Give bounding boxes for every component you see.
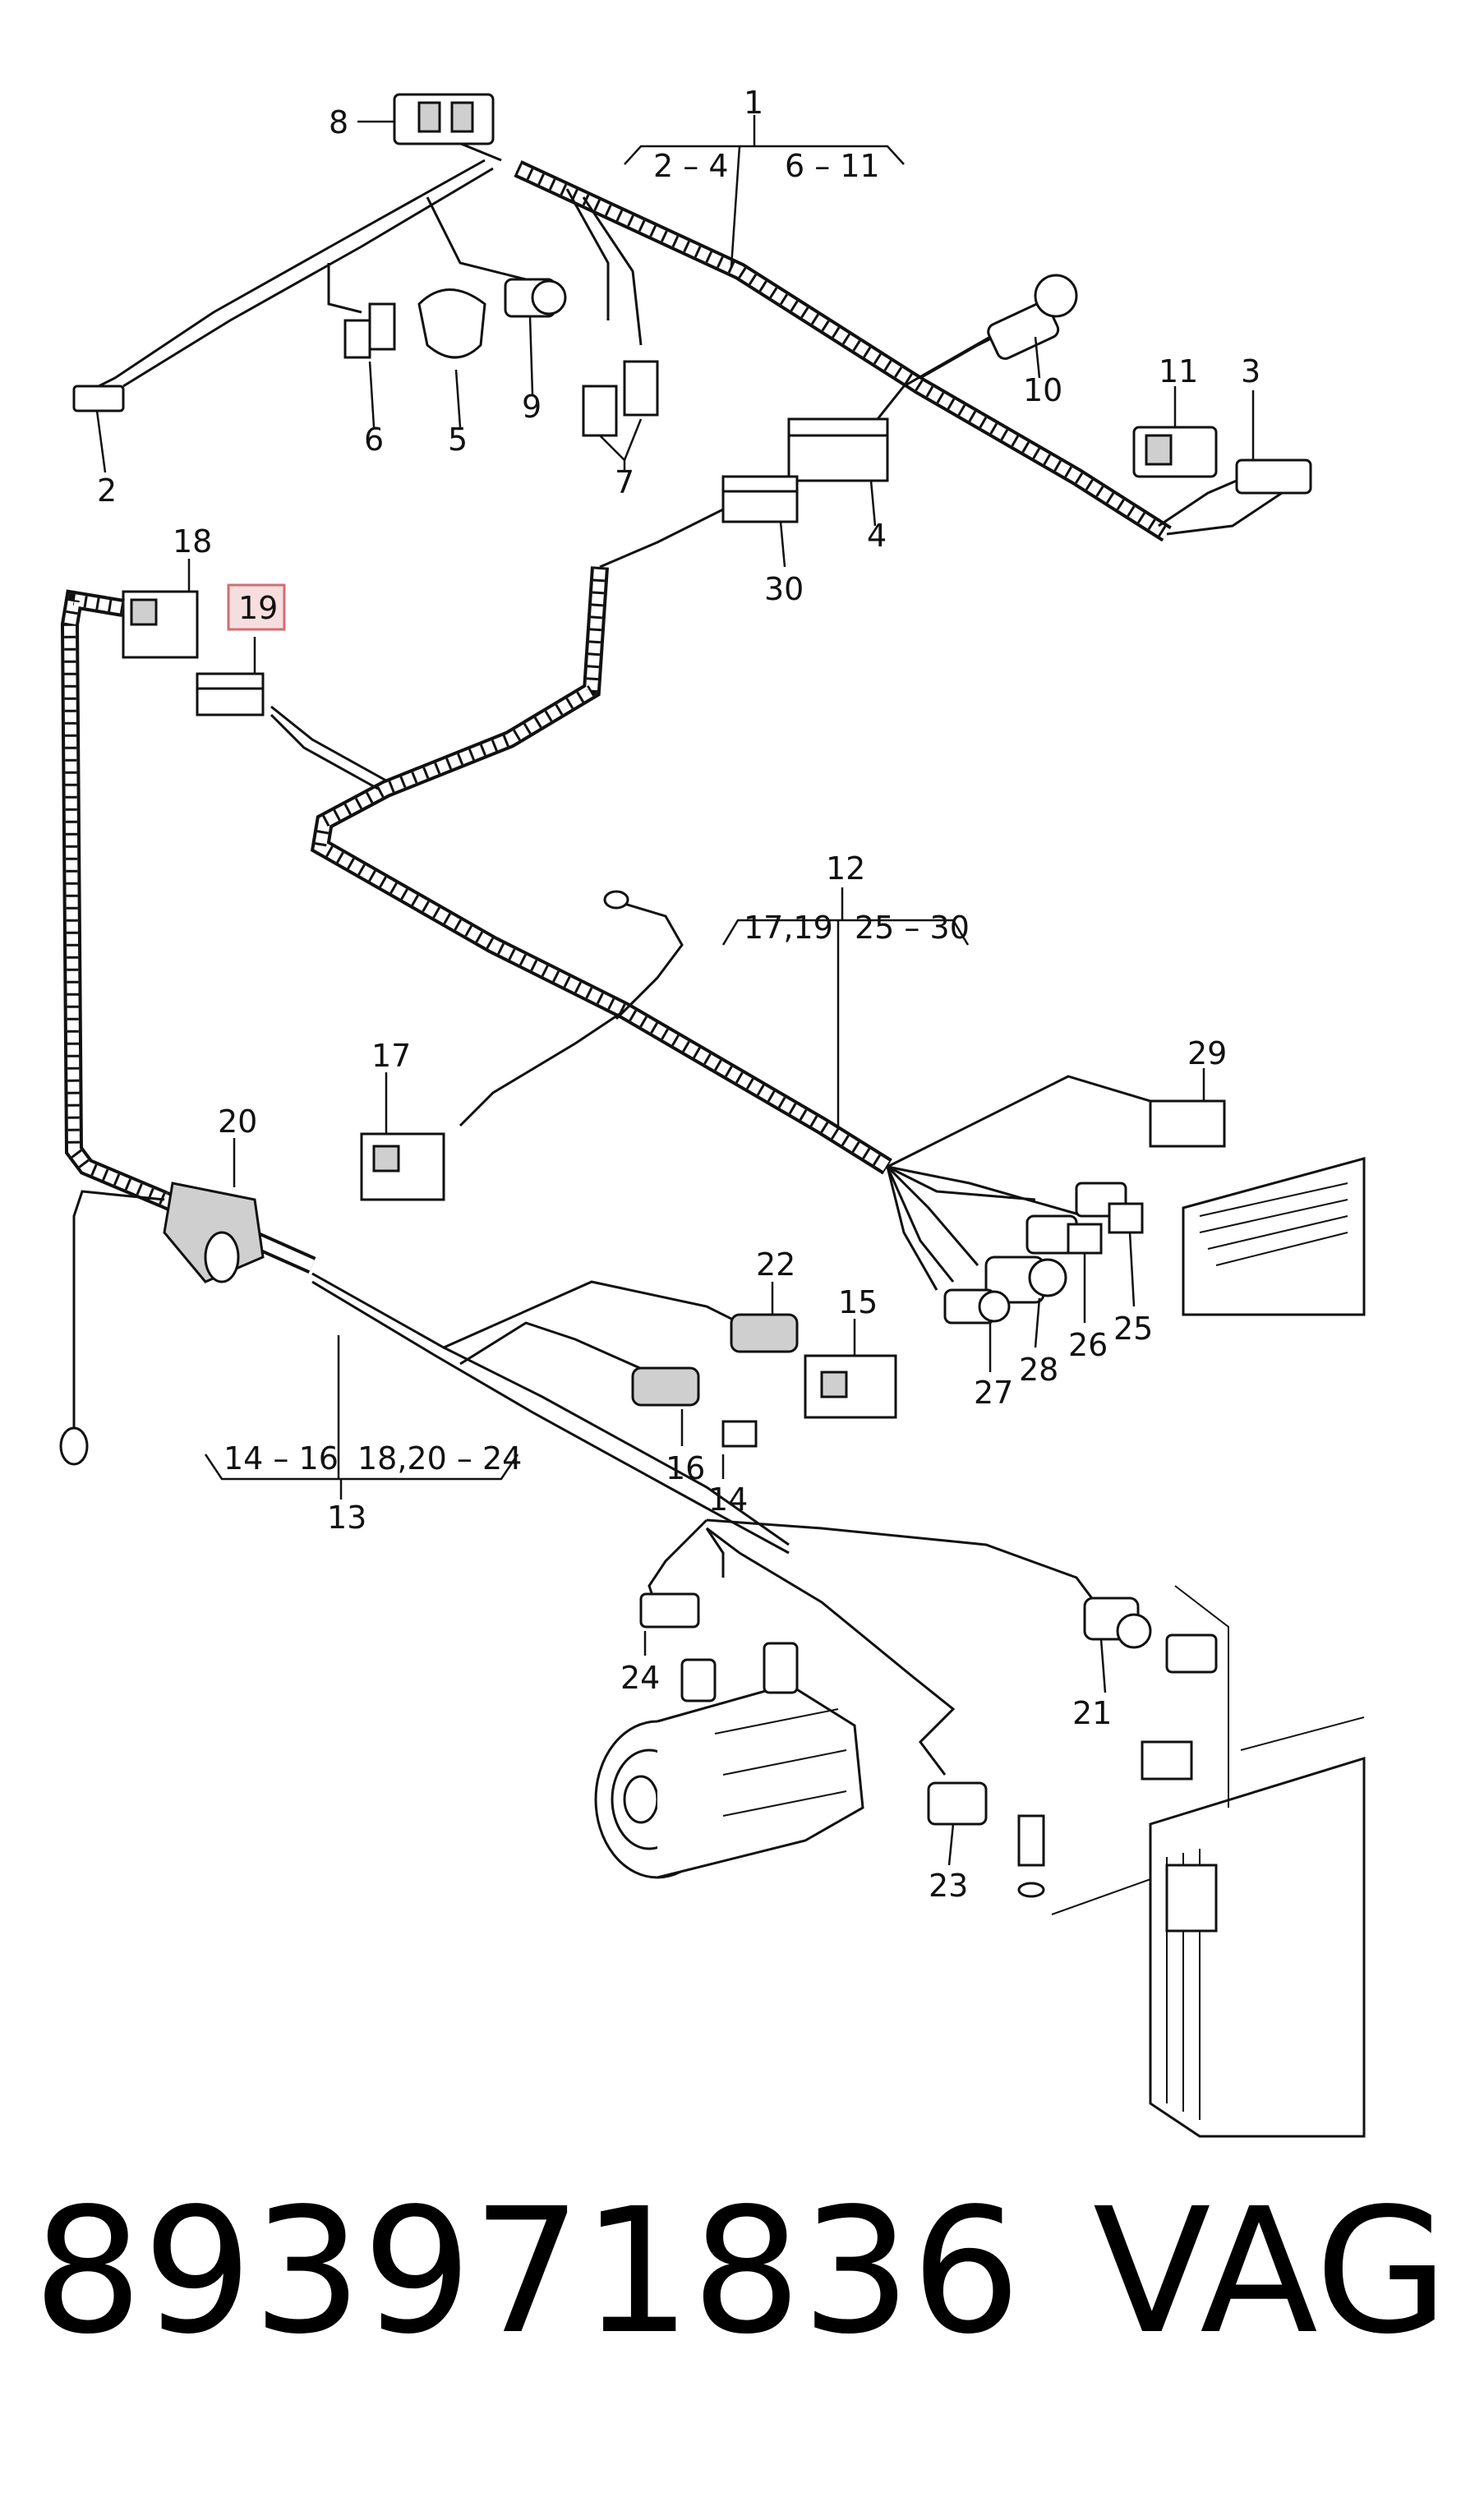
- connector-2: [72, 385, 125, 473]
- connector-18: [122, 559, 199, 659]
- callout-19: 19: [238, 590, 278, 626]
- wiring-harness-diagram: 1 2 – 4 6 – 11 2 3 4 5 6 7 8 9 10 11 12 …: [59, 85, 1366, 2138]
- callout-16: 16: [666, 1450, 705, 1486]
- middle-harness: [270, 508, 1151, 1291]
- callout-5: 5: [448, 422, 468, 458]
- connector-14: [721, 1420, 758, 1479]
- connector-23: [927, 1781, 988, 1866]
- part-number: 893971836: [33, 2171, 1021, 2372]
- callout-20: 20: [218, 1103, 257, 1140]
- callout-13: 13: [327, 1500, 366, 1536]
- connector-19: [196, 637, 265, 716]
- connector-15: [804, 1319, 897, 1419]
- connector-11: [1132, 386, 1218, 478]
- callout-8: 8: [329, 104, 348, 141]
- callout-12: 12: [826, 850, 865, 887]
- callout-12-range-a: 17,19: [744, 910, 833, 946]
- callout-24: 24: [620, 1660, 660, 1696]
- callout-26: 26: [1068, 1327, 1108, 1363]
- holder-5: [417, 288, 486, 428]
- callout-12-range-b: 25 – 30: [855, 910, 970, 946]
- connector-3: [1235, 390, 1312, 495]
- callout-13-range-a: 14 – 16: [224, 1440, 339, 1477]
- callout-15: 15: [838, 1284, 878, 1320]
- callout-6: 6: [364, 422, 384, 458]
- connector-4: [787, 417, 889, 527]
- callout-11: 11: [1159, 353, 1198, 389]
- clip-6: [343, 302, 396, 428]
- callout-4: 4: [867, 518, 887, 554]
- connector-24: [639, 1592, 700, 1656]
- callout-25: 25: [1113, 1311, 1153, 1347]
- callout-18: 18: [173, 523, 212, 560]
- connector-8: [357, 93, 495, 145]
- connector-7: [582, 360, 659, 472]
- connector-30: [721, 475, 799, 568]
- callout-30: 30: [764, 571, 804, 607]
- connector-16: [631, 1366, 700, 1446]
- connector-29: [1149, 1068, 1226, 1148]
- ac-compressor: [594, 1642, 864, 1879]
- connector-22: [730, 1282, 799, 1353]
- upper-harness: [90, 122, 1283, 542]
- callout-27: 27: [974, 1375, 1013, 1411]
- pressure-switch: [1017, 1814, 1168, 1915]
- ground-eyelet: [603, 890, 629, 910]
- brand-name: VAG: [1093, 2171, 1449, 2372]
- callout-1-range-a: 2 – 4: [653, 148, 729, 184]
- callout-9: 9: [522, 389, 542, 425]
- left-harness: [59, 589, 168, 1466]
- callout-23: 23: [929, 1868, 968, 1904]
- condenser: [1141, 1585, 1366, 2138]
- callout-1-range-b: 6 – 11: [785, 148, 880, 184]
- connector-17: [360, 1072, 445, 1201]
- callout-7: 7: [615, 464, 634, 500]
- sensors-25-28: [943, 1182, 1144, 1372]
- callout-14: 14: [708, 1481, 748, 1518]
- callout-22: 22: [756, 1246, 795, 1283]
- connector-9: [504, 278, 567, 395]
- callout-19-highlight: [227, 583, 286, 631]
- callout-28: 28: [1019, 1352, 1058, 1388]
- callout-1: 1: [744, 85, 763, 121]
- callout-17: 17: [371, 1038, 411, 1074]
- callout-3: 3: [1241, 353, 1260, 389]
- callout-10: 10: [1023, 372, 1062, 408]
- grommet-20: [163, 1138, 265, 1283]
- callout-2: 2: [97, 472, 117, 509]
- control-panel: [1182, 1157, 1366, 1316]
- callout-13-range-b: 18,20 – 24: [357, 1440, 522, 1477]
- connector-10: [919, 274, 1078, 380]
- callout-29: 29: [1187, 1035, 1227, 1071]
- connector-21: [1083, 1596, 1152, 1693]
- callout-21: 21: [1072, 1695, 1112, 1731]
